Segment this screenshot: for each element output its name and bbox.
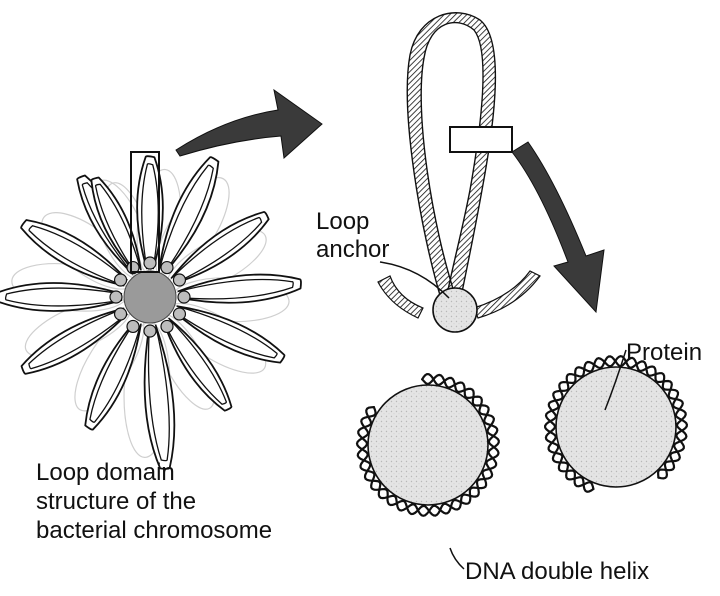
loop-anchor-bead	[173, 274, 185, 286]
loop-anchor-bead	[161, 262, 173, 274]
enlarged-loop	[378, 13, 540, 332]
caption-line-2: structure of the	[36, 487, 272, 516]
loop-anchor-bead	[144, 325, 156, 337]
loop-anchor-bead	[115, 274, 127, 286]
loop-anchor-protein	[433, 288, 477, 332]
protein-sphere-right	[556, 367, 676, 487]
loop-anchor-label: Loop anchor	[316, 207, 389, 263]
dna-leader-line	[450, 548, 464, 569]
loop-domain-rosette	[0, 152, 301, 469]
loop-anchor-bead	[144, 257, 156, 269]
loop-anchor-bead	[110, 291, 122, 303]
loop-anchor-bead	[127, 320, 139, 332]
loop-anchor-bead	[115, 308, 127, 320]
loop-base-strand-left	[378, 276, 423, 318]
loop-anchor-bead	[161, 320, 173, 332]
rosette-caption: Loop domain structure of the bacterial c…	[36, 458, 272, 545]
caption-line-3: bacterial chromosome	[36, 516, 272, 545]
hatched-dna-loop	[407, 13, 495, 302]
highlight-box-loop	[450, 127, 512, 152]
curved-arrow-to-loop	[176, 90, 322, 158]
loop-anchor-label-line-2: anchor	[316, 235, 389, 263]
dna-double-helix-label: DNA double helix	[465, 557, 649, 586]
chromosome-core	[124, 271, 176, 323]
loop-anchor-label-line-1: Loop	[316, 207, 389, 235]
protein-label: Protein	[626, 338, 702, 367]
chromosome-loop-inner	[6, 288, 122, 306]
protein-sphere-left	[368, 385, 488, 505]
loop-anchor-bead	[178, 291, 190, 303]
chromosome-loop-inner	[142, 164, 159, 269]
caption-line-1: Loop domain	[36, 458, 272, 487]
loop-anchor-bead	[173, 308, 185, 320]
dna-protein-complex	[357, 350, 687, 569]
loop-base-strand-right	[474, 271, 540, 318]
